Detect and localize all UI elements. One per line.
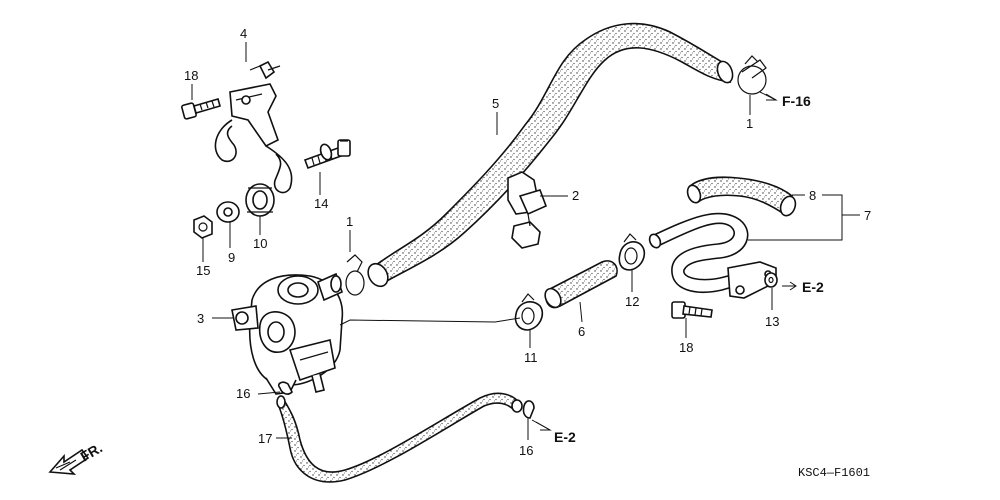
arrow-to-e2-lower xyxy=(531,419,552,431)
leader-lines xyxy=(191,42,860,440)
label-6: 6 xyxy=(578,324,585,339)
pipe-7 xyxy=(648,212,777,299)
tube-17 xyxy=(276,392,523,483)
label-10: 10 xyxy=(253,236,267,251)
reference-labels: F-16 E-2 E-2 xyxy=(554,93,824,445)
hose-clip-lower xyxy=(345,230,365,296)
bracket-4 xyxy=(214,60,293,194)
label-16-upper: 16 xyxy=(236,386,250,401)
label-15: 15 xyxy=(196,263,210,278)
label-2: 2 xyxy=(572,188,579,203)
hose-5 xyxy=(367,22,734,288)
label-17: 17 xyxy=(258,431,272,446)
ref-f16: F-16 xyxy=(782,93,811,109)
label-1-lower: 1 xyxy=(346,214,353,229)
hose-clip-upper xyxy=(737,55,767,115)
front-arrow-icon: FR. xyxy=(48,439,105,475)
valve-3 xyxy=(231,272,344,395)
clip-11 xyxy=(514,293,544,331)
label-1-upper: 1 xyxy=(746,116,753,131)
bolt-18-upper xyxy=(181,98,221,120)
clip-16-upper xyxy=(277,381,293,395)
bolt-14 xyxy=(303,139,351,170)
hose-6 xyxy=(544,260,618,309)
label-8: 8 xyxy=(809,188,816,203)
grommet-10 xyxy=(245,183,275,217)
washer-13 xyxy=(764,272,778,288)
collar-9 xyxy=(216,201,240,223)
arrow-to-e2-upper xyxy=(782,281,797,291)
part-labels: 4 18 5 1 2 14 10 9 15 1 3 11 6 12 8 7 13… xyxy=(184,26,871,458)
clip-16-lower xyxy=(522,400,535,419)
label-18-upper: 18 xyxy=(184,68,198,83)
label-9: 9 xyxy=(228,250,235,265)
label-18-lower: 18 xyxy=(679,340,693,355)
label-4: 4 xyxy=(240,26,247,41)
label-5: 5 xyxy=(492,96,499,111)
diagram-code: KSC4—F1601 xyxy=(798,466,870,480)
clip-2 xyxy=(507,171,548,249)
label-13: 13 xyxy=(765,314,779,329)
bolt-18-lower xyxy=(671,301,713,319)
nut-15 xyxy=(193,215,213,239)
arrow-to-f16 xyxy=(759,91,778,101)
label-16-lower: 16 xyxy=(519,443,533,458)
ref-e2-upper: E-2 xyxy=(802,279,824,295)
hose-8 xyxy=(686,176,797,217)
label-12: 12 xyxy=(625,294,639,309)
label-3: 3 xyxy=(197,311,204,326)
label-11: 11 xyxy=(524,350,538,365)
clip-12 xyxy=(618,233,646,271)
ref-e2-lower: E-2 xyxy=(554,429,576,445)
label-14: 14 xyxy=(314,196,328,211)
label-7: 7 xyxy=(864,208,871,223)
